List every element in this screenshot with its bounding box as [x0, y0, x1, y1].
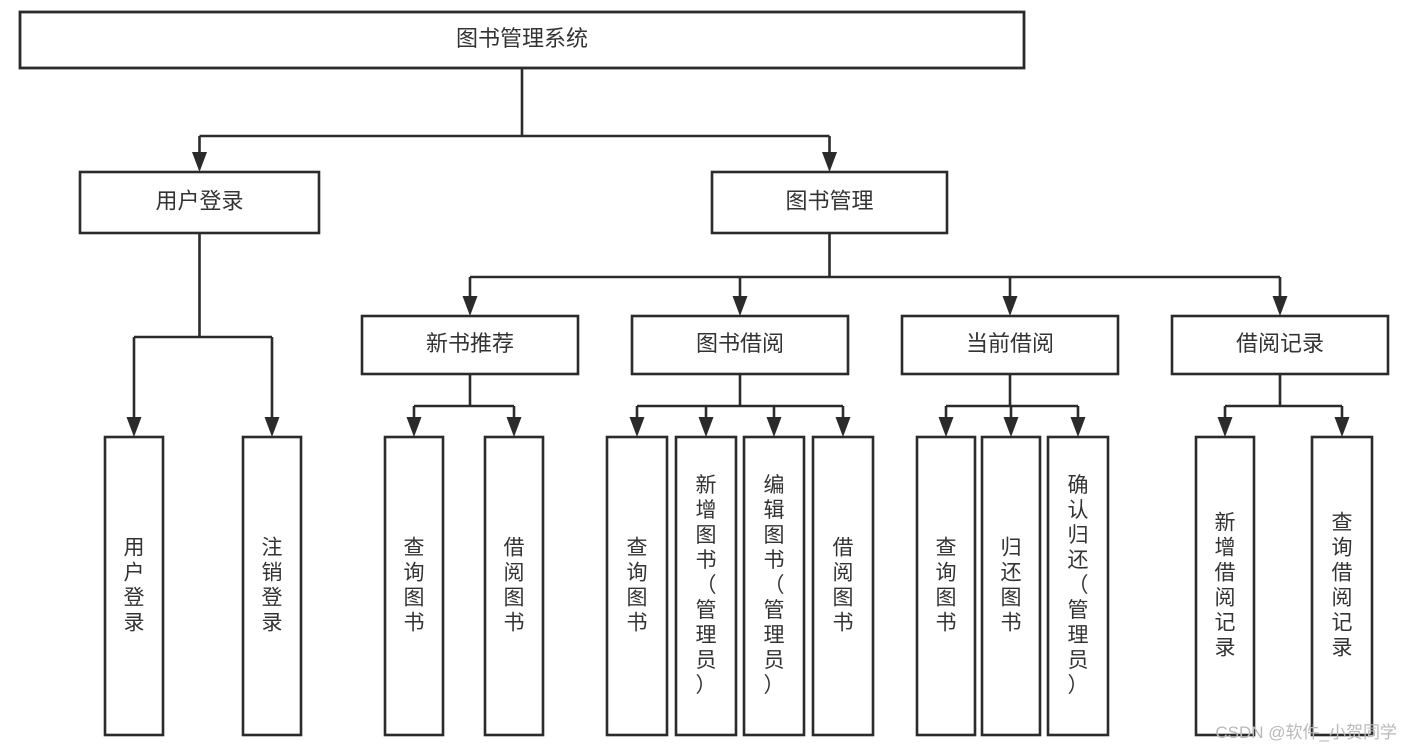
node-label-book-borrow: 图书借阅: [696, 331, 784, 356]
connector-group-root: [192, 68, 837, 172]
arrow-head-icon: [629, 417, 645, 437]
node-leaf-rec-borrow[interactable]: 借阅图书: [483, 435, 545, 737]
node-root[interactable]: 图书管理系统: [18, 10, 1026, 70]
node-book-manage[interactable]: 图书管理: [710, 170, 949, 235]
connector-group-borrow-record: [1217, 374, 1350, 437]
node-label-leaf-cur-return: 归还图书: [1001, 536, 1022, 634]
node-label-leaf-cur-confirm: 确认归还（管理员）: [1068, 474, 1089, 697]
node-leaf-rec-add[interactable]: 新增借阅记录: [1194, 435, 1256, 737]
node-box-current-borrow[interactable]: [900, 314, 1120, 376]
node-leaf-borrow-edit[interactable]: 编辑图书（管理员）: [742, 435, 806, 737]
node-label-leaf-rec-query: 查询图书: [404, 536, 425, 634]
arrow-head-icon: [938, 417, 954, 437]
node-box-leaf-rec-query2[interactable]: [1310, 435, 1374, 737]
arrow-head-icon: [506, 417, 522, 437]
node-label-book-manage: 图书管理: [785, 188, 873, 213]
node-box-leaf-rec-query[interactable]: [383, 435, 445, 737]
arrow-head-icon: [1272, 296, 1288, 316]
arrow-head-icon: [1070, 417, 1086, 437]
node-leaf-rec-query2[interactable]: 查询借阅记录: [1310, 435, 1374, 737]
node-box-leaf-user-login[interactable]: [103, 435, 165, 737]
node-box-leaf-borrow-add[interactable]: [674, 435, 738, 737]
node-label-user-login: 用户登录: [155, 188, 243, 213]
connector-layer: [126, 68, 1350, 437]
node-label-leaf-rec-borrow: 借阅图书: [504, 536, 525, 634]
node-new-book-rec[interactable]: 新书推荐: [360, 314, 580, 376]
node-box-borrow-record[interactable]: [1170, 314, 1390, 376]
arrow-head-icon: [835, 417, 851, 437]
node-box-new-book-rec[interactable]: [360, 314, 580, 376]
connector-group-book-manage: [462, 233, 1288, 316]
node-leaf-cur-confirm[interactable]: 确认归还（管理员）: [1046, 435, 1110, 737]
arrow-head-icon: [1003, 417, 1019, 437]
node-label-leaf-borrow-add: 新增图书（管理员）: [696, 474, 717, 697]
node-borrow-record[interactable]: 借阅记录: [1170, 314, 1390, 376]
arrow-head-icon: [192, 152, 207, 172]
arrow-head-icon: [766, 417, 782, 437]
arrow-head-icon: [1002, 296, 1018, 316]
node-box-leaf-cur-query[interactable]: [915, 435, 977, 737]
arrow-head-icon: [698, 417, 714, 437]
node-label-leaf-user-login: 用户登录: [124, 536, 145, 634]
node-leaf-cur-query[interactable]: 查询图书: [915, 435, 977, 737]
node-label-leaf-rec-add: 新增借阅记录: [1215, 511, 1236, 659]
arrow-head-icon: [1334, 417, 1350, 437]
node-box-leaf-borrow-query[interactable]: [605, 435, 669, 737]
node-layer: 图书管理系统用户登录图书管理新书推荐图书借阅当前借阅借阅记录用户登录注销登录查询…: [18, 10, 1390, 737]
node-leaf-user-login[interactable]: 用户登录: [103, 435, 165, 737]
node-leaf-borrow-add[interactable]: 新增图书（管理员）: [674, 435, 738, 737]
arrow-head-icon: [462, 296, 478, 316]
node-box-leaf-borrow-edit[interactable]: [742, 435, 806, 737]
node-label-leaf-borrow-query: 查询图书: [627, 536, 648, 634]
arrow-head-icon: [822, 152, 837, 172]
node-leaf-cur-return[interactable]: 归还图书: [980, 435, 1042, 737]
connector-group-current-borrow: [938, 374, 1086, 437]
node-leaf-rec-query[interactable]: 查询图书: [383, 435, 445, 737]
node-box-leaf-cur-confirm[interactable]: [1046, 435, 1110, 737]
node-leaf-user-logout[interactable]: 注销登录: [241, 435, 303, 737]
node-box-book-manage[interactable]: [710, 170, 949, 235]
node-box-leaf-rec-borrow[interactable]: [483, 435, 545, 737]
node-box-user-login[interactable]: [78, 170, 321, 235]
node-box-leaf-user-logout[interactable]: [241, 435, 303, 737]
node-box-leaf-cur-return[interactable]: [980, 435, 1042, 737]
arrow-head-icon: [406, 417, 422, 437]
connector-group-user-login: [126, 233, 280, 437]
node-box-leaf-rec-add[interactable]: [1194, 435, 1256, 737]
node-current-borrow[interactable]: 当前借阅: [900, 314, 1120, 376]
node-box-leaf-borrow-lend[interactable]: [811, 435, 875, 737]
node-label-borrow-record: 借阅记录: [1236, 331, 1324, 356]
node-label-current-borrow: 当前借阅: [966, 331, 1054, 356]
connector-group-new-book-rec: [406, 374, 522, 437]
node-leaf-borrow-query[interactable]: 查询图书: [605, 435, 669, 737]
node-label-leaf-rec-query2: 查询借阅记录: [1332, 511, 1353, 659]
arrow-head-icon: [1217, 417, 1233, 437]
arrow-head-icon: [126, 417, 142, 437]
node-label-leaf-user-logout: 注销登录: [262, 536, 283, 634]
node-label-root: 图书管理系统: [456, 26, 588, 51]
node-leaf-borrow-lend[interactable]: 借阅图书: [811, 435, 875, 737]
node-box-book-borrow[interactable]: [630, 314, 850, 376]
node-book-borrow[interactable]: 图书借阅: [630, 314, 850, 376]
node-label-leaf-borrow-edit: 编辑图书（管理员）: [764, 474, 785, 697]
node-box-root[interactable]: [18, 10, 1026, 70]
connector-group-book-borrow: [629, 374, 851, 437]
node-user-login[interactable]: 用户登录: [78, 170, 321, 235]
arrow-head-icon: [264, 417, 280, 437]
node-label-leaf-borrow-lend: 借阅图书: [833, 536, 854, 634]
arrow-head-icon: [732, 296, 748, 316]
node-label-leaf-cur-query: 查询图书: [936, 536, 957, 634]
node-label-new-book-rec: 新书推荐: [426, 331, 514, 356]
